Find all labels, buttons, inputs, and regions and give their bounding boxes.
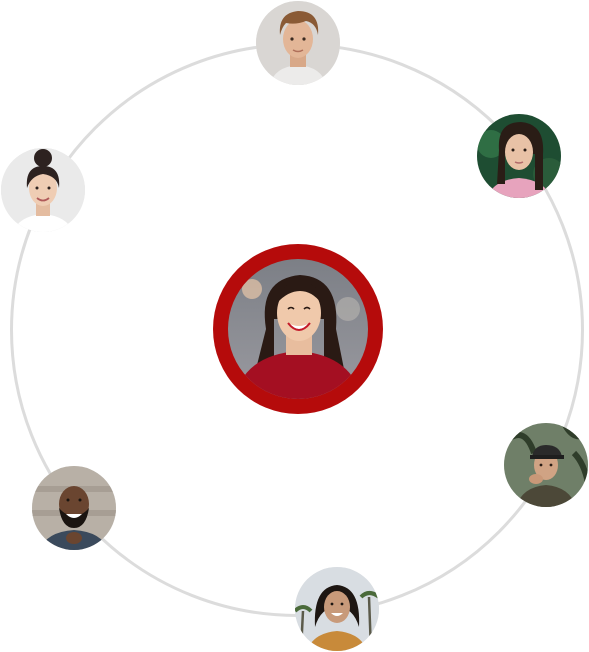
- avatar-bottom[interactable]: [295, 567, 379, 651]
- profile-photo-woman-red-sweater-icon: [228, 259, 368, 399]
- profile-photo-woman-green-background-icon: [477, 114, 561, 198]
- profile-photo-person-cap-palms-icon: [504, 423, 588, 507]
- profile-photo-bearded-man-icon: [32, 466, 116, 550]
- avatar-top[interactable]: [256, 1, 340, 85]
- avatar-lower-left[interactable]: [32, 466, 116, 550]
- profile-photo-woman-hair-bun-icon: [1, 148, 85, 232]
- avatar-upper-right[interactable]: [477, 114, 561, 198]
- featured-photo: [228, 259, 368, 399]
- profile-photo-woman-palm-trees-icon: [295, 567, 379, 651]
- avatar-upper-left[interactable]: [1, 148, 85, 232]
- avatar-right[interactable]: [504, 423, 588, 507]
- profile-photo-young-man-icon: [256, 1, 340, 85]
- featured-avatar[interactable]: [213, 244, 383, 414]
